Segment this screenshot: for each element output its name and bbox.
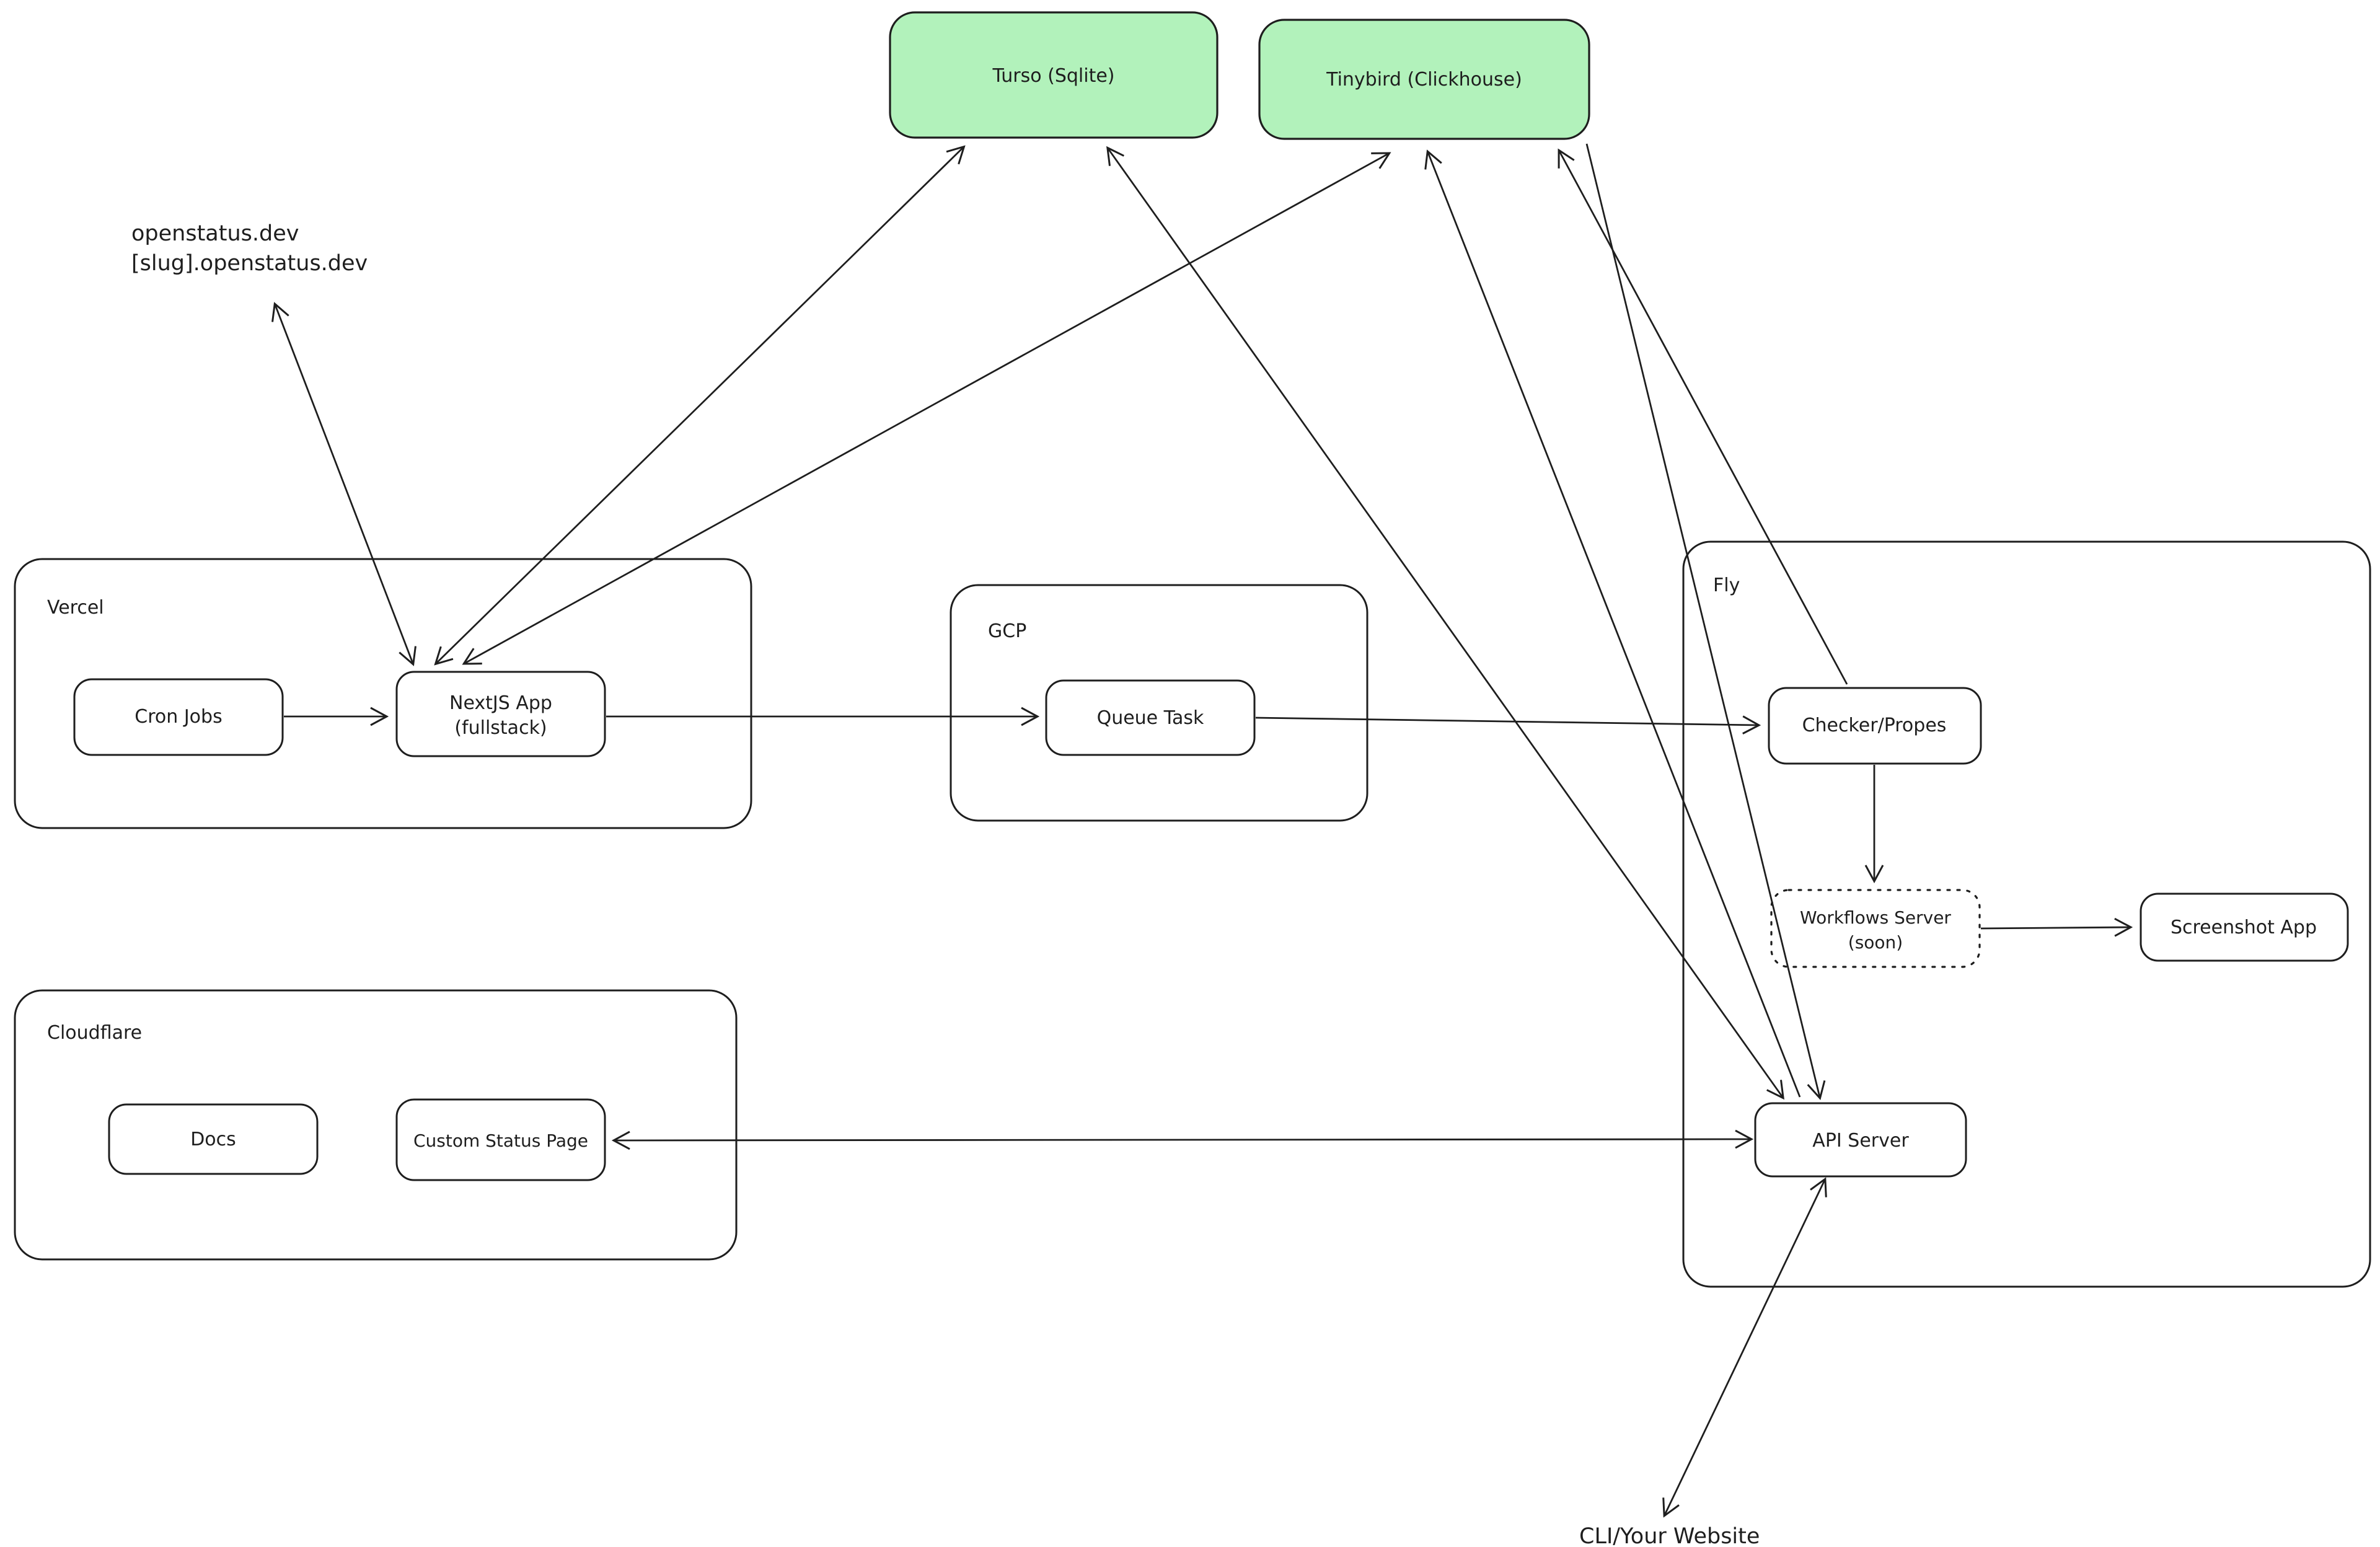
node-checker [1768, 687, 1982, 765]
group-containers: Vercel GCP Fly Cloudflare [14, 540, 2371, 1288]
edges [271, 143, 2133, 1518]
node-api-server [1754, 1102, 1967, 1178]
arrow-openstatus-to-nextjs-app [271, 302, 416, 666]
arrow-api-server-to-cli [1662, 1177, 1827, 1518]
arrow-checker-to-tinybird [1558, 148, 1848, 685]
nodes: Turso (Sqlite) Tinybird (Clickhouse) Cro… [73, 11, 2349, 1181]
node-workflows-server-label-line2: (soon) [1848, 932, 1903, 953]
group-cloudflare-label: Cloudflare [47, 1022, 142, 1044]
node-screenshot-app [2140, 892, 2349, 962]
group-fly [1682, 540, 2371, 1288]
node-screenshot-app-label: Screenshot App [2171, 917, 2317, 938]
node-tinybird [1258, 19, 1590, 140]
openstatus-domains-label-line2: [slug].openstatus.dev [131, 251, 368, 276]
arrow-api-server-to-custom-status-page [611, 1129, 1754, 1150]
node-turso-label: Turso (Sqlite) [992, 65, 1114, 87]
node-tinybird-label: Tinybird (Clickhouse) [1326, 69, 1522, 90]
arrow-nextjs-app-to-tinybird [462, 152, 1391, 665]
group-gcp-label: GCP [988, 620, 1026, 642]
node-queue-task-label: Queue Task [1097, 707, 1204, 729]
node-workflows-server [1770, 889, 1981, 968]
openstatus-domains-label-line1: openstatus.dev [131, 221, 299, 246]
node-custom-status-page-label: Custom Status Page [413, 1130, 588, 1151]
group-vercel [14, 558, 752, 829]
node-queue-task [1045, 679, 1256, 756]
node-nextjs-app [395, 671, 606, 757]
group-fly-label: Fly [1713, 575, 1740, 596]
node-api-server-label: API Server [1812, 1130, 1909, 1152]
node-cron-jobs [73, 678, 284, 756]
cli-your-website-label: CLI/Your Website [1579, 1524, 1760, 1547]
node-docs [108, 1103, 319, 1175]
arrow-workflows-server-to-screenshot-app [1980, 917, 2133, 937]
arrow-api-server-to-tinybird [1424, 149, 1801, 1098]
node-custom-status-page [395, 1098, 606, 1181]
node-checker-label: Checker/Propes [1802, 715, 1947, 736]
group-gcp [950, 584, 1368, 822]
group-vercel-label: Vercel [47, 597, 104, 619]
node-nextjs-app-label-line2: (fullstack) [454, 717, 547, 739]
node-nextjs-app-label-line1: NextJS App [449, 692, 552, 714]
arrow-tinybird-to-api-server [1585, 143, 1826, 1101]
node-workflows-server-label-line1: Workflows Server [1800, 907, 1951, 928]
arrow-api-server-to-turso [1106, 146, 1784, 1100]
arrow-nextjs-app-to-turso [434, 145, 966, 666]
free-labels: openstatus.dev [slug].openstatus.dev CLI… [131, 221, 1760, 1547]
node-cron-jobs-label: Cron Jobs [134, 706, 222, 728]
node-turso [889, 11, 1219, 139]
node-docs-label: Docs [190, 1129, 236, 1150]
group-cloudflare [14, 989, 738, 1261]
